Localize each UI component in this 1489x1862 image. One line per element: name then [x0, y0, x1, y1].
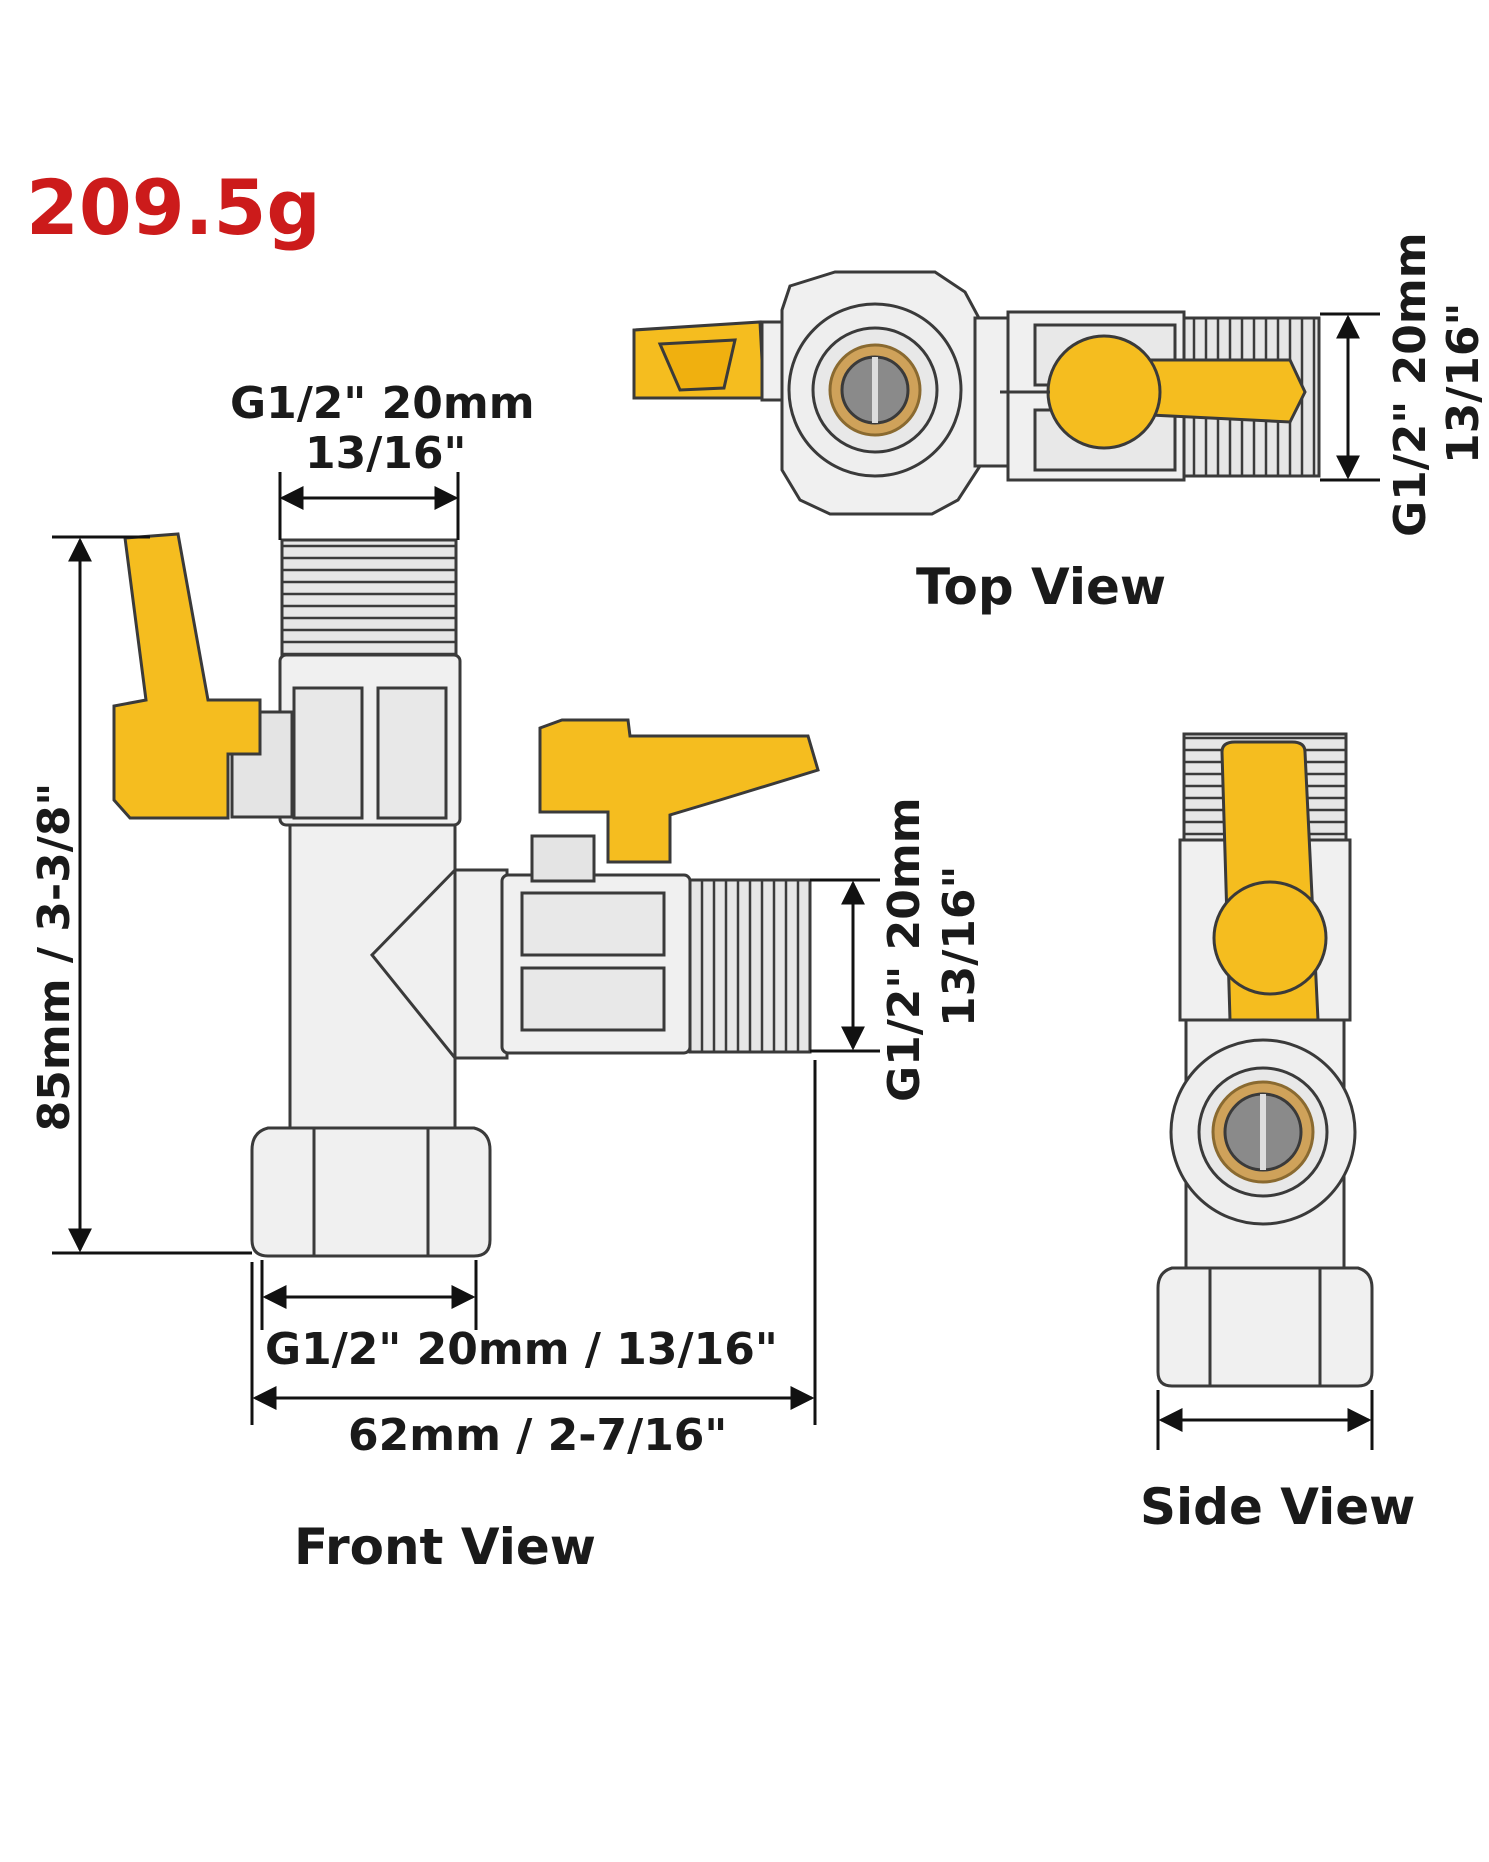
top-port-dim-line1: G1/2" 20mm [1385, 232, 1436, 537]
top-right-handle [1046, 334, 1162, 450]
front-bottom-port-dim: G1/2" 20mm / 13/16" [265, 1324, 778, 1375]
front-side-port-dim-line1: G1/2" 20mm [879, 797, 930, 1102]
weight-label: 209.5g [26, 163, 321, 252]
front-upper-stem [230, 710, 294, 819]
front-top-port-dim-line1: G1/2" 20mm [230, 378, 535, 429]
top-dimension-lines [1320, 312, 1380, 482]
front-side-thread [688, 878, 812, 1054]
front-bottom-nut [250, 1126, 492, 1258]
side-view-drawing [1156, 732, 1374, 1388]
front-top-port-dim-line2: 13/16" [305, 428, 467, 479]
front-view-title: Front View [294, 1518, 596, 1576]
front-dimension-lines [52, 472, 880, 1425]
side-view-title: Side View [1140, 1478, 1416, 1536]
top-view-drawing [632, 270, 1321, 516]
front-side-port-dim-line2: 13/16" [934, 865, 985, 1027]
front-side-handle [538, 718, 820, 864]
side-dimension-lines [1156, 1390, 1374, 1450]
side-handle [1212, 880, 1328, 996]
front-top-thread [280, 538, 458, 657]
side-bottom-nut [1156, 1266, 1374, 1388]
front-view-drawing [112, 532, 820, 1258]
front-upper-handle [112, 532, 262, 820]
top-view-title: Top View [916, 558, 1167, 616]
front-width-dim: 62mm / 2-7/16" [348, 1410, 728, 1461]
top-port-dim-line2: 13/16" [1438, 302, 1489, 464]
front-height-dim: 85mm / 3-3/8" [29, 782, 80, 1132]
